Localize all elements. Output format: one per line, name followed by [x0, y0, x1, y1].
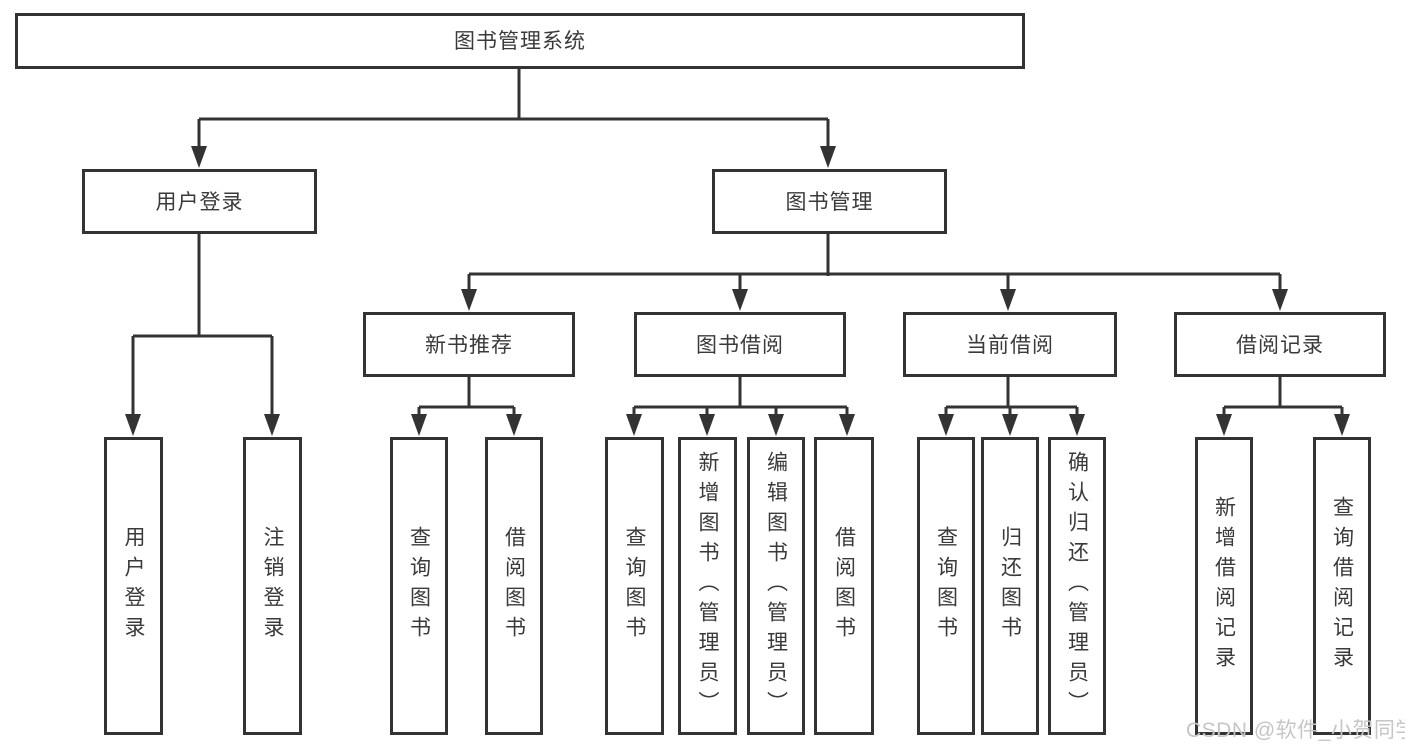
- node-label: 查询图书: [934, 526, 958, 646]
- node-label: 用户登录: [122, 526, 145, 646]
- arrowhead-icon: [461, 289, 477, 311]
- leaf-record-query: 查询借阅记录: [1313, 437, 1371, 735]
- node-label: 编辑图书（管理员）: [764, 451, 788, 721]
- node-label: 当前借阅: [966, 333, 1054, 357]
- leaf-borrow-query: 查询图书: [605, 437, 664, 735]
- arrowhead-icon: [768, 414, 784, 436]
- node-label: 确认归还（管理员）: [1065, 451, 1089, 721]
- leaf-borrow-add: 新增图书（管理员）: [678, 437, 737, 735]
- arrowhead-icon: [699, 414, 715, 436]
- arrowhead-icon: [1069, 414, 1085, 436]
- leaf-user-login: 用户登录: [104, 437, 163, 735]
- leaf-current-confirm: 确认归还（管理员）: [1048, 437, 1106, 735]
- leaf-newbook-query: 查询图书: [390, 437, 448, 735]
- leaf-current-query: 查询图书: [917, 437, 975, 735]
- arrowhead-icon: [411, 414, 427, 436]
- node-label: 图书借阅: [696, 333, 784, 357]
- node-new-book-recommend: 新书推荐: [363, 312, 575, 377]
- leaf-borrow-edit: 编辑图书（管理员）: [747, 437, 805, 735]
- node-label: 归还图书: [998, 526, 1022, 646]
- arrowhead-icon: [1334, 414, 1350, 436]
- arrowhead-icon: [732, 289, 748, 311]
- node-book-management: 图书管理: [712, 169, 947, 234]
- node-label: 新增图书（管理员）: [696, 451, 719, 721]
- leaf-current-return: 归还图书: [981, 437, 1039, 735]
- leaf-newbook-borrow: 借阅图书: [485, 437, 543, 735]
- leaf-record-add: 新增借阅记录: [1195, 437, 1253, 735]
- node-label: 借阅图书: [832, 526, 856, 646]
- arrowhead-icon: [938, 414, 954, 436]
- node-label: 用户登录: [155, 190, 244, 214]
- node-label: 图书管理系统: [454, 30, 586, 53]
- node-label: 借阅记录: [1236, 333, 1324, 357]
- arrowhead-icon: [191, 146, 207, 168]
- csdn-watermark: CSDN @软件_小贺同学: [1186, 719, 1405, 742]
- arrowhead-icon: [264, 414, 280, 436]
- node-label: 查询图书: [623, 526, 646, 646]
- node-label: 新书推荐: [425, 333, 513, 357]
- arrowhead-icon: [125, 414, 141, 436]
- arrowhead-icon: [626, 414, 642, 436]
- node-label: 查询图书: [407, 526, 431, 646]
- node-label: 注销登录: [261, 526, 284, 646]
- arrowhead-icon: [839, 414, 855, 436]
- node-borrow-record: 借阅记录: [1174, 312, 1386, 377]
- leaf-logout: 注销登录: [243, 437, 302, 735]
- arrowheads: [125, 146, 1350, 436]
- arrowhead-icon: [820, 146, 836, 168]
- leaf-borrow-borrow: 借阅图书: [814, 437, 874, 735]
- node-user-login: 用户登录: [82, 169, 317, 234]
- arrowhead-icon: [506, 414, 522, 436]
- node-label: 借阅图书: [502, 526, 526, 646]
- node-system-root: 图书管理系统: [15, 13, 1025, 69]
- node-label: 查询借阅记录: [1330, 496, 1354, 676]
- arrowhead-icon: [1272, 289, 1288, 311]
- arrowhead-icon: [1216, 414, 1232, 436]
- node-label: 新增借阅记录: [1212, 496, 1236, 676]
- node-current-borrow: 当前借阅: [903, 312, 1117, 377]
- connector-lines: [131, 69, 1344, 418]
- node-label: 图书管理: [785, 190, 874, 214]
- node-book-borrow: 图书借阅: [634, 312, 846, 377]
- arrowhead-icon: [1002, 414, 1018, 436]
- arrowhead-icon: [1000, 289, 1016, 311]
